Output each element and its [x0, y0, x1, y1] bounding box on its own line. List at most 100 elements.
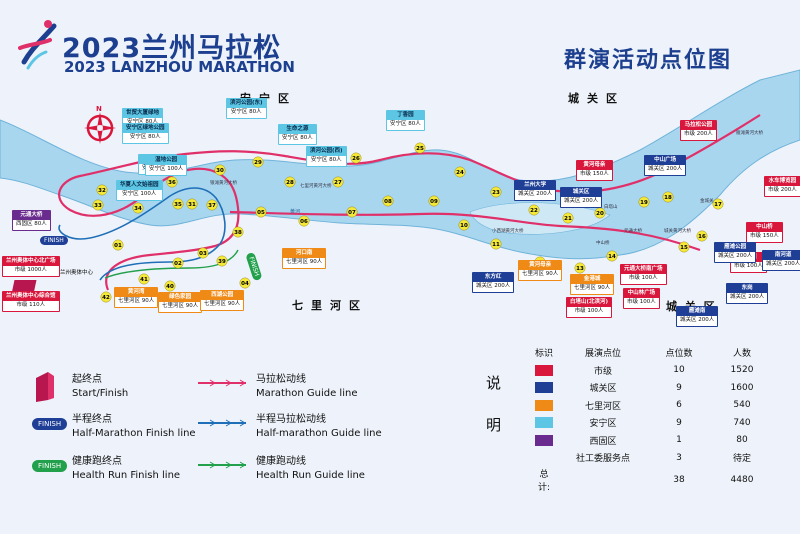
km-marker: 16 [696, 230, 708, 242]
km-marker: 31 [186, 198, 198, 210]
km-marker: 19 [638, 196, 650, 208]
performance-point-tag: 元通大桥南广场市级 100人 [620, 264, 667, 285]
total-label: 总 计: [537, 469, 567, 493]
sports-center-label: 兰州奥体中心 [60, 270, 94, 276]
performance-point-detail: 200人 [536, 191, 553, 197]
performance-point-detail: 90人 [545, 271, 559, 277]
performance-point-tag: 滨河公园(东)安宁区 80人 [226, 98, 267, 119]
km-marker-label: 21 [564, 216, 572, 222]
performance-point-tag: 河口南七里河区 90人 [282, 248, 327, 269]
performance-point-name: 华夏人文始祖园 [117, 181, 162, 190]
km-marker-label: 25 [416, 146, 424, 152]
performance-point-detail: 90人 [597, 285, 611, 291]
performance-point-tag: 雁滩南城关区 200人 [676, 306, 719, 327]
performance-point-detail: 80人 [300, 135, 313, 141]
performance-point-detail: 城关区 [476, 283, 495, 289]
km-marker-label: 42 [102, 295, 110, 301]
performance-point-name: 滨河公园(东) [227, 99, 266, 108]
col-header-mark: 标识 [534, 349, 553, 360]
performance-point-detail: 80人 [329, 157, 342, 163]
km-marker-label: 10 [460, 223, 468, 229]
km-marker: 06 [298, 215, 310, 227]
legend-site-name: 城关区 [589, 384, 617, 395]
col-header-count: 点位数 [665, 349, 693, 360]
performance-point-tag: 金港城七里河区 90人 [570, 274, 615, 295]
km-marker-label: 24 [456, 170, 464, 176]
km-markers-layer: 0102030405060708091011121314151617181920… [92, 142, 724, 303]
legend-site-count: 1 [676, 435, 682, 446]
km-marker-label: 34 [134, 206, 142, 212]
legend-color-swatch [535, 364, 553, 376]
km-marker-label: 33 [94, 203, 102, 209]
legend-color-swatch [535, 399, 553, 411]
km-marker: 25 [414, 142, 426, 154]
legend-site-name: 安宁区 [589, 419, 617, 430]
legend-site-count: 6 [676, 400, 682, 411]
performance-point-detail: 安宁区 [282, 135, 301, 141]
km-marker-label: 16 [698, 234, 706, 240]
km-marker: 01 [112, 239, 124, 251]
compass-icon [84, 112, 116, 144]
performance-point-detail: 城关区 [564, 198, 583, 204]
performance-point-name: 东方红 [473, 273, 514, 282]
performance-point-detail: 安宁区 [310, 157, 330, 163]
performance-point-tag: 水车博览园市级 200人 [764, 176, 800, 197]
bridge-label: 城关黄河大桥 [664, 229, 691, 234]
km-marker-label: 14 [608, 254, 616, 260]
performance-point-detail: 市级 [734, 263, 747, 269]
performance-point-tag: 兰州大学城关区 200人 [514, 180, 557, 201]
performance-point-name: 城关区 [561, 188, 602, 197]
col-header-people: 人数 [732, 349, 751, 360]
performance-point-tag: 元通大桥西固区 80人 [12, 210, 51, 231]
legend-site-people: 待定 [732, 454, 751, 465]
legend-color-swatch [535, 434, 553, 446]
performance-point-detail: 七里河区 [286, 259, 310, 265]
km-marker: 15 [678, 241, 690, 253]
performance-point-name: 安宁区绿地公园 [123, 124, 168, 133]
performance-point-detail: 市级 [628, 275, 642, 281]
performance-point-detail: 城关区 [680, 317, 699, 323]
performance-point-tag: 西湖公园七里河区 90人 [200, 290, 245, 311]
performance-point-detail: 100人 [167, 166, 184, 172]
health-run-route [104, 249, 239, 279]
performance-point-name: 白塔山(北滨河) [567, 298, 612, 307]
km-marker-label: 36 [168, 180, 176, 186]
performance-point-detail: 七里河区 [162, 303, 186, 309]
km-marker: 41 [138, 273, 150, 285]
km-marker: 07 [346, 206, 358, 218]
river-label: 黄河 [290, 209, 301, 215]
km-marker: 13 [574, 262, 586, 274]
performance-point-tag: 城关区城关区 200人 [560, 187, 603, 208]
performance-point-tag: 东方红城关区 200人 [472, 272, 515, 293]
performance-point-detail: 市级 [768, 187, 781, 193]
performance-point-detail: 90人 [185, 303, 199, 309]
km-marker: 02 [172, 257, 184, 269]
performance-point-detail: 80人 [145, 119, 158, 125]
performance-point-name: 黄河母亲 [577, 161, 612, 170]
km-marker-label: 22 [530, 208, 538, 214]
performance-point-tag: 雁滩公园城关区 200人 [714, 242, 757, 263]
km-marker: 27 [332, 176, 344, 188]
performance-point-name: 世贸大厦绿地 [123, 109, 163, 118]
km-marker-label: 09 [430, 199, 438, 205]
km-marker: 36 [166, 176, 178, 188]
compass-north: N [96, 105, 102, 113]
district-chengguan: 城关区 [568, 92, 625, 105]
performance-point-detail: 90人 [309, 259, 323, 265]
performance-point-tag: 绿色家园七里河区 90人 [158, 292, 203, 313]
km-marker: 37 [206, 199, 218, 211]
performance-point-name: 兰州大学 [515, 181, 556, 190]
health-line-icon [198, 461, 246, 469]
legend-site-count: 10 [673, 365, 685, 376]
total-count: 38 [673, 474, 685, 485]
marathon-logo [18, 20, 57, 70]
bridge-label: 金城关 [700, 199, 714, 204]
